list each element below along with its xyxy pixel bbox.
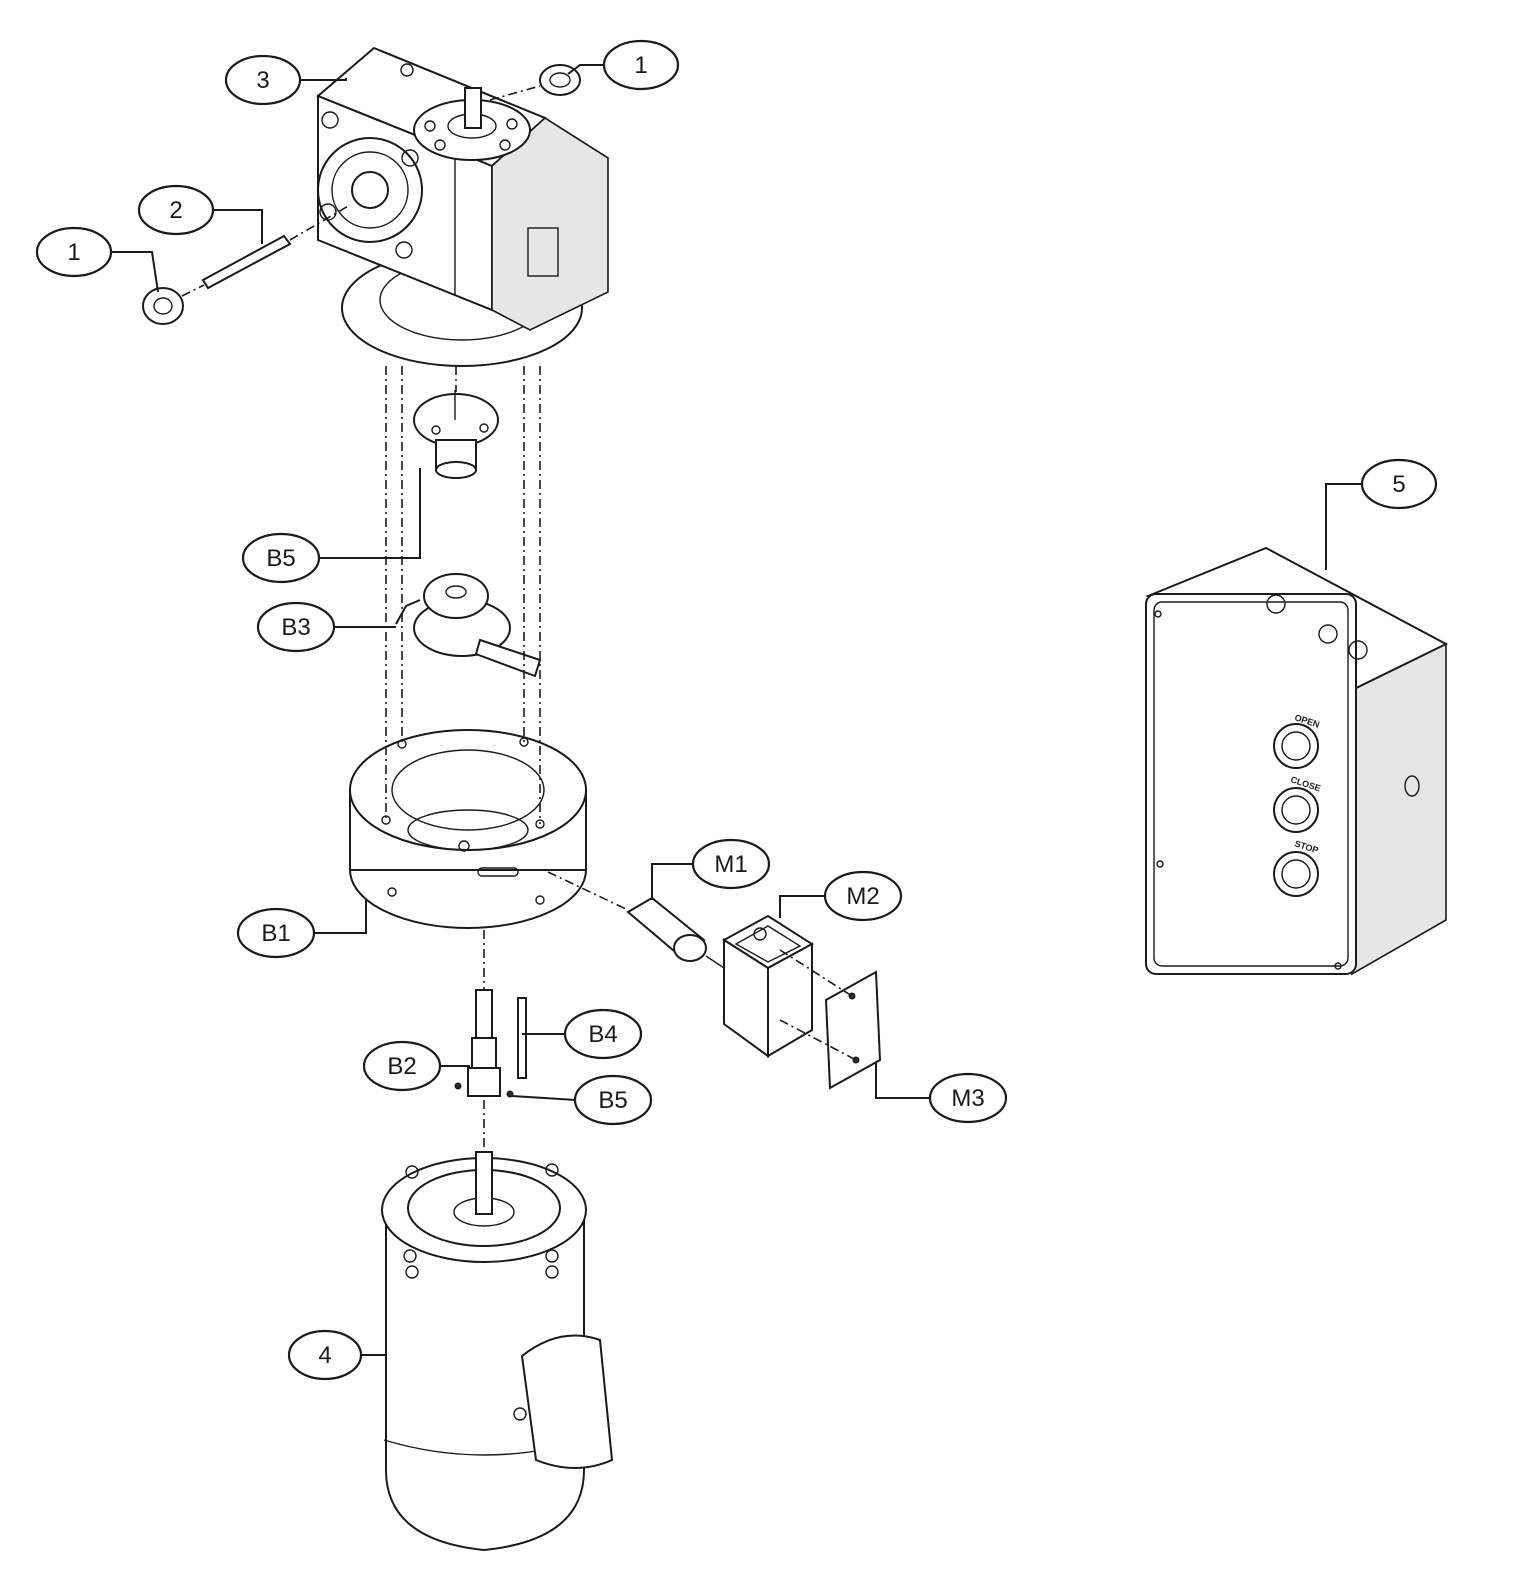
close-pushbutton bbox=[1273, 787, 1319, 833]
svg-text:B1: B1 bbox=[261, 920, 290, 947]
callout-m3: M3 bbox=[928, 1072, 1008, 1124]
shaft-key-b4 bbox=[517, 997, 527, 1079]
svg-text:B3: B3 bbox=[281, 614, 310, 641]
motor-shaft bbox=[454, 989, 514, 1098]
brake-assembly bbox=[395, 573, 542, 678]
svg-text:B5: B5 bbox=[266, 545, 295, 572]
svg-text:B4: B4 bbox=[588, 1021, 617, 1048]
svg-text:1: 1 bbox=[634, 52, 647, 79]
stop-pushbutton bbox=[1273, 851, 1319, 897]
callout-b3: B3 bbox=[256, 601, 336, 653]
callout-b1: B1 bbox=[236, 907, 316, 959]
callout-4: 4 bbox=[287, 1329, 363, 1381]
callout-b5-lower: B5 bbox=[573, 1074, 653, 1126]
callout-1-top: 1 bbox=[602, 39, 680, 91]
callout-m1: M1 bbox=[691, 838, 771, 890]
capacitor bbox=[626, 896, 707, 962]
callout-5: 5 bbox=[1360, 458, 1438, 510]
svg-text:2: 2 bbox=[169, 197, 182, 224]
svg-text:3: 3 bbox=[256, 67, 269, 94]
callout-2: 2 bbox=[137, 184, 215, 236]
callout-b2: B2 bbox=[362, 1040, 442, 1092]
svg-text:M3: M3 bbox=[951, 1085, 984, 1112]
callout-b4: B4 bbox=[563, 1008, 643, 1060]
svg-text:4: 4 bbox=[318, 1342, 331, 1369]
svg-text:B2: B2 bbox=[387, 1053, 416, 1080]
capacitor-box bbox=[722, 914, 814, 1058]
svg-text:5: 5 bbox=[1392, 471, 1405, 498]
shaft-key bbox=[201, 234, 292, 290]
motor-adapter bbox=[349, 729, 587, 929]
svg-text:B5: B5 bbox=[598, 1087, 627, 1114]
callout-b5-upper: B5 bbox=[241, 532, 321, 584]
callout-1-left: 1 bbox=[35, 226, 113, 278]
coupling-upper bbox=[413, 390, 499, 479]
callout-m2: M2 bbox=[823, 870, 903, 922]
box-cover bbox=[824, 970, 882, 1090]
callout-3: 3 bbox=[224, 54, 302, 106]
control-station: OPEN CLOSE STOP bbox=[1145, 546, 1449, 976]
open-pushbutton bbox=[1273, 723, 1319, 769]
svg-text:M1: M1 bbox=[714, 851, 747, 878]
electric-motor bbox=[381, 1151, 614, 1552]
svg-text:M2: M2 bbox=[846, 883, 879, 910]
key-washer-left bbox=[142, 287, 184, 325]
svg-text:1: 1 bbox=[67, 239, 80, 266]
gearbox bbox=[316, 46, 609, 367]
